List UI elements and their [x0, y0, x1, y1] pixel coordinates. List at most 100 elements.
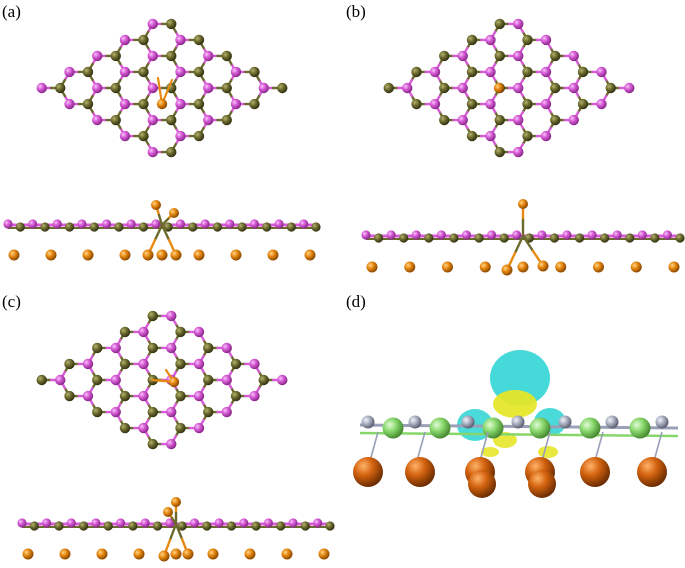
- sheet-atom: [262, 222, 272, 232]
- sheet-atom: [214, 518, 224, 528]
- lattice-atom: [513, 50, 524, 62]
- lattice-atom: [175, 98, 186, 110]
- lattice-atom: [439, 82, 450, 94]
- lattice-atom: [568, 114, 579, 126]
- sheet-atom: [152, 521, 163, 531]
- lattice-atom: [193, 66, 205, 78]
- lattice-atom: [577, 98, 589, 110]
- adsorbate-atom: [169, 208, 179, 218]
- substrate-atom: [119, 249, 131, 261]
- sheet-atom: [138, 222, 149, 232]
- lattice-atom: [147, 310, 158, 322]
- substrate-atom: [405, 457, 435, 487]
- lattice-atom: [147, 18, 158, 30]
- lattice-atom: [36, 82, 47, 94]
- sheet-atom: [612, 230, 622, 240]
- sheet-atom: [499, 233, 509, 243]
- bond: [150, 378, 165, 383]
- sheet-atom: [189, 518, 200, 528]
- sheet-atom: [361, 230, 371, 240]
- lattice-atom: [540, 98, 552, 110]
- sheet-atom: [386, 230, 396, 240]
- substrate-atom: [555, 261, 567, 273]
- substrate-atom: [537, 260, 549, 272]
- lattice-atom: [119, 358, 131, 370]
- sheet-atom: [511, 415, 525, 429]
- lattice-atom: [550, 50, 561, 62]
- lattice-atom: [166, 146, 177, 158]
- lattice-atom: [249, 98, 260, 110]
- bond: [164, 368, 172, 378]
- lattice-atom: [193, 358, 205, 370]
- lattice-top-view-c: [36, 310, 288, 450]
- side-view-c: [17, 497, 335, 562]
- lattice-atom: [550, 114, 561, 126]
- side-view-a: [3, 200, 321, 261]
- sheet-atom: [128, 521, 138, 531]
- sheet-atom: [17, 518, 27, 528]
- lattice-atom: [193, 326, 205, 338]
- lattice-atom: [230, 66, 242, 78]
- lattice-atom: [568, 50, 579, 62]
- lattice-atom: [466, 66, 478, 78]
- dopant-atom: [168, 376, 180, 388]
- sheet-atom: [537, 230, 547, 240]
- lattice-atom: [568, 82, 579, 94]
- sheet-atom: [263, 518, 273, 528]
- lattice-atom: [203, 406, 214, 418]
- yellow-isosurface: [538, 446, 558, 458]
- substrate-atom: [182, 548, 194, 560]
- lattice-atom: [457, 50, 468, 62]
- sheet-atom: [474, 233, 484, 243]
- lattice-atom: [429, 66, 441, 78]
- substrate-atom: [45, 249, 57, 261]
- lattice-atom: [466, 98, 478, 110]
- sheet-atom: [587, 230, 597, 240]
- lattice-atom: [513, 82, 524, 94]
- sheet-atom: [79, 521, 89, 531]
- substrate-atom: [267, 249, 279, 261]
- substrate-atom: [207, 548, 219, 560]
- lattice-atom: [457, 82, 468, 94]
- substrate-atom: [156, 249, 168, 261]
- lattice-atom: [92, 374, 103, 386]
- lattice-atom: [466, 130, 478, 142]
- sheet-atom: [562, 230, 572, 240]
- sheet-atom: [299, 219, 309, 229]
- lattice-atom: [166, 406, 177, 418]
- lattice-atom: [138, 358, 149, 370]
- lattice-atom: [147, 146, 158, 158]
- lattice-atom: [258, 82, 269, 94]
- lattice-atom: [522, 34, 533, 46]
- sheet-atom: [103, 521, 113, 531]
- lattice-atom: [64, 98, 75, 110]
- lattice-atom: [230, 390, 242, 402]
- substrate-atom: [479, 261, 491, 273]
- substrate-atom: [304, 249, 316, 261]
- sheet-atom: [29, 521, 39, 531]
- lattice-atom: [485, 98, 496, 110]
- lattice-atom: [166, 18, 177, 30]
- sheet-atom: [28, 219, 38, 229]
- lattice-atom: [138, 98, 149, 110]
- sheet-atom: [662, 230, 673, 240]
- lattice-atom: [175, 34, 186, 46]
- sheet-atom: [165, 518, 175, 528]
- lattice-atom: [138, 130, 149, 142]
- sheet-atom: [313, 518, 323, 528]
- lattice-atom: [624, 82, 635, 94]
- bond: [160, 223, 171, 242]
- panel-label-a: (a): [2, 2, 21, 21]
- sheet-atom: [115, 518, 126, 528]
- lattice-atom: [175, 66, 186, 78]
- lattice-atom: [457, 114, 468, 126]
- lattice-atom: [64, 390, 75, 402]
- lattice-atom: [92, 82, 103, 94]
- lattice-atom: [221, 406, 232, 418]
- lattice-atom: [221, 50, 232, 62]
- lattice-atom: [193, 130, 205, 142]
- lattice-atom: [522, 130, 533, 142]
- sheet-atom: [239, 518, 249, 528]
- sheet-atom: [574, 233, 585, 243]
- substrate-atom: [170, 249, 182, 261]
